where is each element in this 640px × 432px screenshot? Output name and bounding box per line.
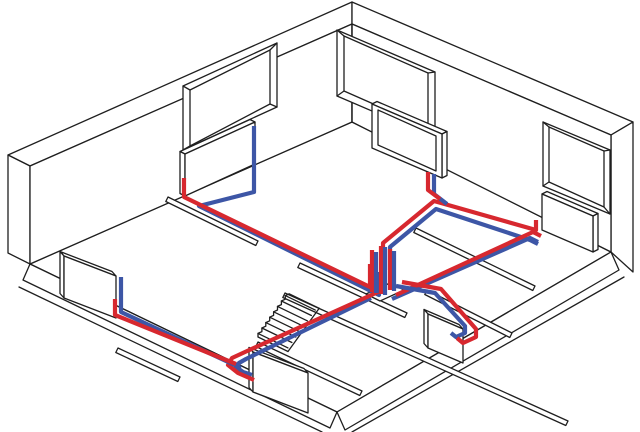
radiator-2-end [441, 130, 448, 179]
window-3-reveal-tr [603, 149, 611, 152]
front-left-slab-bottom [18, 286, 323, 432]
staircase-silhouette [257, 293, 290, 337]
stair-step-edge-8 [284, 294, 316, 311]
radiator-2-panel [377, 109, 437, 172]
stair-step-edge-7 [280, 300, 313, 317]
window-1-reveal-br [269, 103, 278, 108]
radiator-3-face [541, 193, 594, 253]
window-3-reveal-tl [542, 121, 550, 128]
supply-pipe-lower-east-run [395, 229, 542, 297]
right-wall-end-face [610, 121, 634, 273]
window-3-reveal-bl [542, 181, 550, 187]
radiator-3-end [592, 212, 599, 253]
return-pipe-lower-east-run [391, 235, 539, 301]
window-2-reveal-tl [336, 29, 345, 37]
stair-step-edge-5 [272, 311, 305, 327]
supply-pipe-radiator-2-spur [425, 172, 442, 201]
radiator-4-face [63, 255, 117, 319]
window-2-reveal-bl [336, 90, 345, 97]
stair-step-edge-6 [276, 305, 309, 322]
stair-step-edge-3 [265, 321, 297, 338]
window-1-reveal-tr [269, 42, 278, 51]
stair-landing-edge [288, 293, 320, 309]
partition-wall-1 [165, 196, 259, 247]
supply-pipe-radiator-4 [112, 299, 237, 366]
supply-pipe-radiator-6 [401, 279, 479, 346]
partition-wall-5 [115, 347, 181, 383]
window-2-reveal-tr [427, 71, 436, 74]
window-1-reveal-tl [182, 85, 191, 91]
return-pipe-radiator-6 [395, 283, 468, 340]
radiator-6-face [427, 313, 464, 364]
left-wall-end-face [7, 154, 31, 265]
window-3-reveal-br [603, 206, 611, 215]
hallway-wall [282, 292, 569, 427]
front-right-slab-bottom [351, 276, 625, 432]
